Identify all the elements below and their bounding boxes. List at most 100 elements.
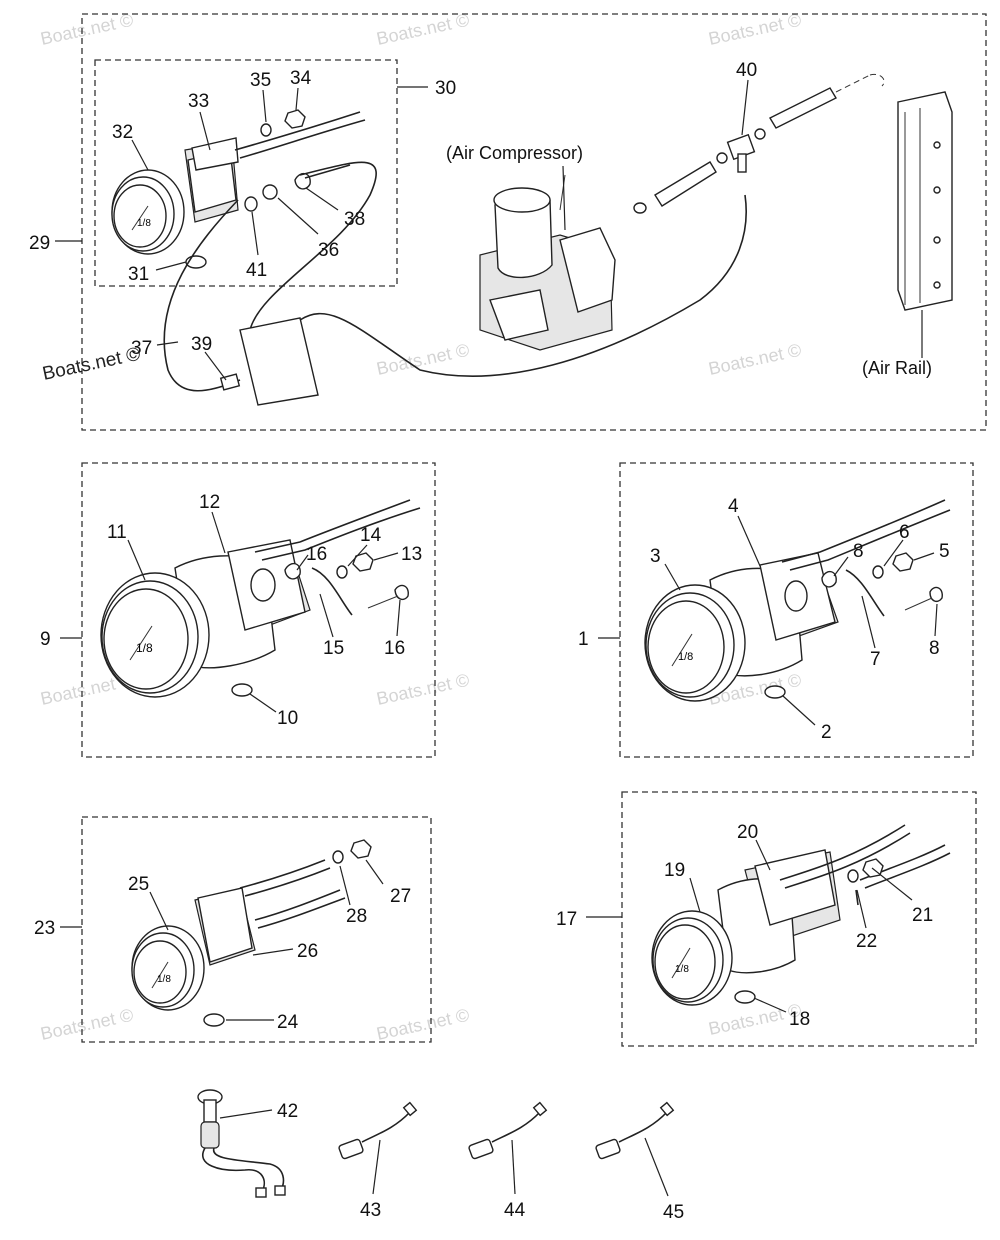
spacer-22 bbox=[855, 889, 859, 906]
svg-text:1/8: 1/8 bbox=[678, 651, 693, 663]
assembly-23: 1/8 23 24 25 26 27 28 bbox=[34, 816, 432, 1043]
callout-32: 32 bbox=[112, 122, 133, 143]
assembly-9: 1/8 9 10 11 12 13 14 15 16 16 bbox=[40, 462, 436, 758]
watermark: Boats.net © bbox=[39, 1005, 135, 1044]
callout-23: 23 bbox=[34, 918, 55, 939]
tube bbox=[769, 87, 837, 129]
callout-18: 18 bbox=[789, 1009, 810, 1030]
callout-36: 36 bbox=[318, 240, 339, 261]
wire bbox=[779, 824, 906, 881]
washer bbox=[847, 869, 859, 883]
washer-14 bbox=[336, 565, 348, 579]
callout-33: 33 bbox=[188, 91, 209, 112]
clamp-8 bbox=[821, 571, 837, 588]
callout-30: 30 bbox=[435, 78, 456, 99]
tube bbox=[654, 161, 717, 207]
callout-5: 5 bbox=[939, 541, 950, 562]
hose-37 bbox=[163, 199, 241, 392]
callout-6: 6 bbox=[899, 522, 910, 543]
callout-34: 34 bbox=[290, 68, 312, 89]
gauge-3: 1/8 bbox=[644, 552, 839, 702]
callout-10: 10 bbox=[277, 708, 298, 729]
air-rail bbox=[897, 91, 953, 311]
svg-text:1/8: 1/8 bbox=[136, 641, 153, 655]
harness-45 bbox=[595, 1101, 675, 1160]
callout-22: 22 bbox=[856, 931, 877, 952]
assembly-23-frame bbox=[81, 816, 432, 1043]
clamp-16 bbox=[284, 563, 301, 580]
watermark-dark: Boats.net © bbox=[41, 344, 143, 385]
callout-12: 12 bbox=[199, 492, 220, 513]
nut-13 bbox=[352, 552, 374, 572]
callout-19: 19 bbox=[664, 860, 685, 881]
assembly-1: 1/8 1 2 3 4 5 6 7 8 8 bbox=[578, 462, 974, 758]
watermark: Boats.net © bbox=[39, 10, 135, 49]
fitting-36 bbox=[262, 184, 278, 200]
callout-45: 45 bbox=[663, 1202, 684, 1223]
gauge-11: 1/8 bbox=[100, 539, 311, 698]
callout-7: 7 bbox=[870, 649, 881, 670]
callout-27: 27 bbox=[390, 886, 411, 907]
sender-42 bbox=[197, 1089, 286, 1198]
assembly-17: 1/8 17 18 19 20 21 22 bbox=[556, 791, 977, 1047]
svg-text:1/8: 1/8 bbox=[157, 974, 171, 985]
watermark: Boats.net © bbox=[707, 340, 803, 379]
callout-28: 28 bbox=[346, 906, 367, 927]
assembly-29: 1/8 bbox=[29, 13, 987, 431]
callout-42: 42 bbox=[277, 1101, 298, 1122]
callout-40: 40 bbox=[736, 60, 757, 81]
callout-43: 43 bbox=[360, 1200, 381, 1221]
watermark-layer: Boats.net © Boats.net © Boats.net © Boat… bbox=[39, 10, 803, 1044]
washer-6 bbox=[872, 565, 884, 579]
callout-4: 4 bbox=[728, 496, 739, 517]
wire bbox=[254, 499, 411, 553]
tube-7 bbox=[845, 569, 885, 617]
assembly-1-frame bbox=[619, 462, 974, 758]
callout-15: 15 bbox=[323, 638, 344, 659]
svg-text:1/8: 1/8 bbox=[137, 218, 151, 229]
watermark: Boats.net © bbox=[707, 10, 803, 49]
callout-44: 44 bbox=[504, 1200, 526, 1221]
callout-37: 37 bbox=[131, 338, 152, 359]
tee-fitting-40 bbox=[716, 128, 766, 173]
callout-1: 1 bbox=[578, 629, 589, 650]
clamp-16b bbox=[394, 584, 409, 601]
fitting-39 bbox=[219, 317, 319, 406]
caption-air-rail: (Air Rail) bbox=[862, 358, 932, 378]
tube-15 bbox=[311, 567, 353, 616]
wire bbox=[239, 859, 326, 889]
nut-27 bbox=[350, 839, 372, 859]
callout-9: 9 bbox=[40, 629, 51, 650]
callout-35: 35 bbox=[250, 70, 271, 91]
loose-parts: 42 43 44 45 bbox=[197, 1089, 684, 1223]
assembly-29-frame bbox=[81, 13, 987, 431]
assembly-30-frame bbox=[94, 59, 398, 287]
callout-21: 21 bbox=[912, 905, 933, 926]
assembly-17-frame bbox=[621, 791, 977, 1047]
gauge-25: 1/8 bbox=[131, 887, 256, 1011]
watermark: Boats.net © bbox=[375, 10, 471, 49]
callout-8: 8 bbox=[853, 541, 864, 562]
callout-29: 29 bbox=[29, 233, 50, 254]
callout-11: 11 bbox=[107, 522, 127, 543]
assembly-9-frame bbox=[81, 462, 436, 758]
callout-26: 26 bbox=[297, 941, 318, 962]
callout-39: 39 bbox=[191, 334, 212, 355]
bulb-24 bbox=[203, 1013, 225, 1027]
callout-25: 25 bbox=[128, 874, 149, 895]
watermark: Boats.net © bbox=[375, 670, 471, 709]
callout-20: 20 bbox=[737, 822, 758, 843]
svg-text:1/8: 1/8 bbox=[675, 964, 689, 975]
air-compressor bbox=[479, 174, 616, 351]
hose-main bbox=[299, 194, 747, 377]
callout-8: 8 bbox=[929, 638, 940, 659]
watermark: Boats.net © bbox=[375, 1005, 471, 1044]
bulb-10 bbox=[231, 683, 253, 697]
harness-44 bbox=[468, 1101, 548, 1160]
clamp-8b bbox=[929, 586, 943, 603]
callout-13: 13 bbox=[401, 544, 422, 565]
bulb-2 bbox=[764, 685, 786, 699]
bulb-18 bbox=[734, 990, 756, 1004]
callout-24: 24 bbox=[277, 1012, 299, 1033]
callout-41: 41 bbox=[246, 260, 267, 281]
